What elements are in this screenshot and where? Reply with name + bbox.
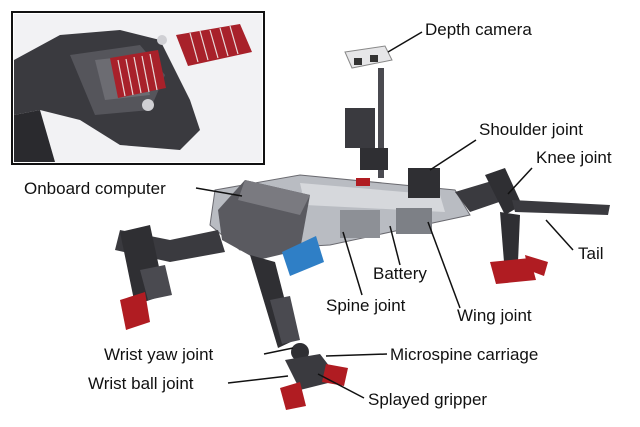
label-knee-joint: Knee joint [536,148,612,167]
label-wrist-ball-joint: Wrist ball joint [88,374,194,393]
label-wrist-yaw-joint: Wrist yaw joint [104,345,214,364]
front-left-leg [115,225,225,330]
label-battery: Battery [373,264,427,283]
label-microspine-carriage: Microspine carriage [390,345,539,364]
label-depth-camera: Depth camera [425,20,532,39]
label-shoulder-joint: Shoulder joint [479,120,583,139]
label-onboard-computer: Onboard computer [24,179,166,198]
robot-body [209,108,471,276]
depth-camera-assembly [344,45,393,178]
label-spine-joint: Spine joint [326,296,406,315]
gripper-detail-inset [11,11,265,165]
label-wing-joint: Wing joint [457,306,532,325]
label-splayed-gripper: Splayed gripper [368,390,488,409]
rear-leg-and-tail [455,168,610,284]
leader-lines [195,31,574,399]
label-tail: Tail [578,244,604,263]
front-right-leg [250,255,348,410]
